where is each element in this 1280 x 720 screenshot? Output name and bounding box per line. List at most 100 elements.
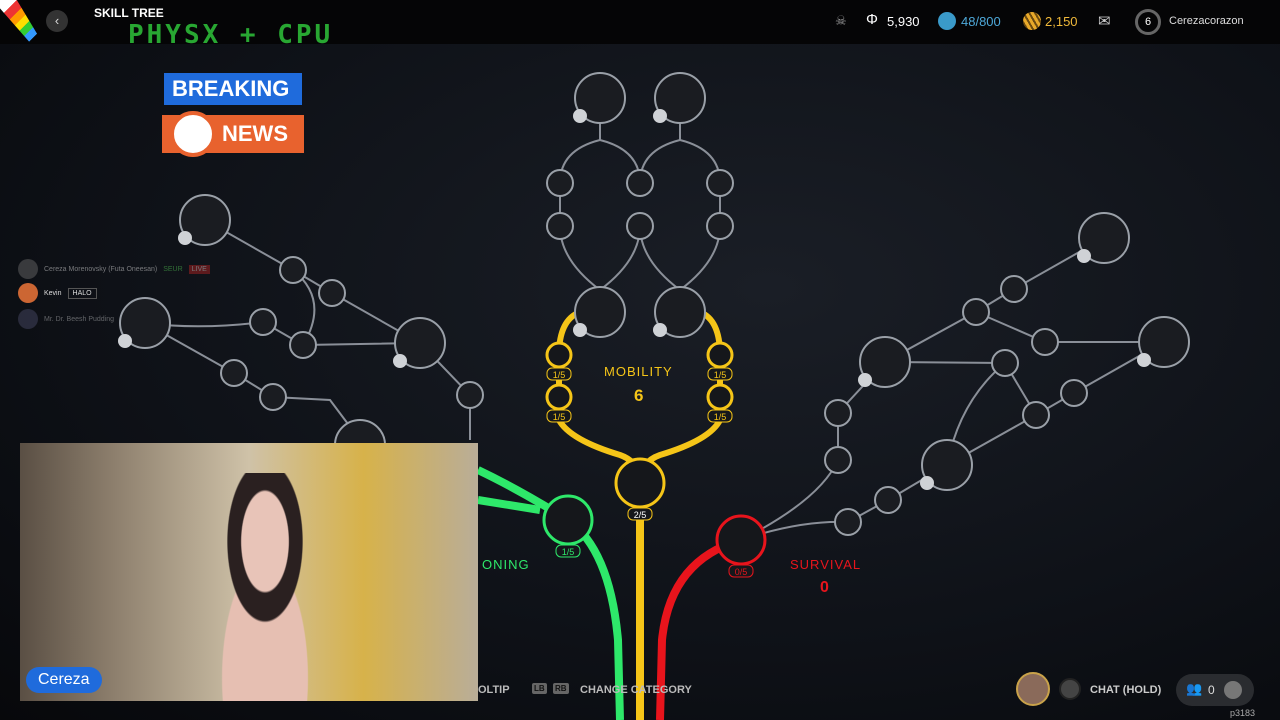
credits-icon: Φ: [866, 11, 878, 28]
party-widget[interactable]: 👥 0: [1176, 674, 1254, 706]
news-label: NEWS: [222, 121, 288, 146]
globe-icon: [170, 111, 216, 157]
skill-node[interactable]: [626, 212, 654, 240]
skill-node[interactable]: [824, 399, 852, 427]
skill-node-locked[interactable]: [573, 72, 626, 124]
battlepass-icon: [938, 12, 956, 30]
skill-node-locked[interactable]: [118, 297, 171, 349]
mobility-label[interactable]: MOBILITY: [604, 364, 673, 379]
skill-node-locked[interactable]: [920, 439, 973, 491]
skill-node[interactable]: [824, 446, 852, 474]
rank-icon: ☠: [835, 13, 847, 28]
mail-icon[interactable]: ✉: [1098, 13, 1111, 30]
chat-badge: SEUR: [163, 265, 183, 273]
skill-node[interactable]: [626, 169, 654, 197]
lb-button-icon: LB: [532, 683, 547, 694]
tree-connector: [740, 237, 1165, 541]
chat-hold-hint[interactable]: CHAT (HOLD): [1090, 684, 1162, 696]
skill-node-mob_l2[interactable]: 1/5: [545, 383, 573, 423]
page-title: SKILL TREE: [94, 6, 164, 20]
lock-icon: [653, 323, 667, 337]
skill-node[interactable]: [289, 331, 317, 359]
skill-node-mob_r2[interactable]: 1/5: [706, 383, 734, 423]
skill-node[interactable]: [220, 359, 248, 387]
skill-node[interactable]: [249, 308, 277, 336]
breaking-label: BREAKING: [164, 73, 302, 105]
skill-node[interactable]: [874, 486, 902, 514]
lock-icon: [653, 109, 667, 123]
skill-node[interactable]: [546, 212, 574, 240]
skill-node[interactable]: [706, 212, 734, 240]
lock-icon: [1137, 353, 1151, 367]
player-avatar[interactable]: [1016, 672, 1050, 706]
party-menu-icon[interactable]: [1224, 681, 1242, 699]
skill-node-locked[interactable]: [178, 194, 231, 246]
conditioning-label[interactable]: ONING: [482, 557, 530, 572]
skill-node[interactable]: [991, 349, 1019, 377]
skill-node-mob_l1[interactable]: 1/5: [545, 341, 573, 381]
lock-icon: [573, 323, 587, 337]
webcam-name-tag: Cereza: [26, 667, 102, 693]
skill-node[interactable]: [962, 298, 990, 326]
skill-node-locked[interactable]: [653, 72, 706, 124]
skill-node[interactable]: [1000, 275, 1028, 303]
chat-menu-icon[interactable]: [1059, 678, 1081, 700]
skill-node[interactable]: [706, 169, 734, 197]
breaking-news-graphic: BREAKING NEWS: [162, 73, 304, 157]
credits-value: 5,930: [887, 14, 920, 29]
survival-points: 0: [820, 579, 830, 596]
avatar: [18, 259, 38, 279]
lock-icon: [573, 109, 587, 123]
change-category-hint[interactable]: CHANGE CATEGORY: [580, 684, 692, 696]
skill-node-locked[interactable]: [1077, 212, 1130, 264]
overlay-title: PHYSX + CPU: [128, 20, 334, 50]
skill-node-locked[interactable]: [573, 286, 626, 338]
node-progress: 1/5: [562, 547, 575, 557]
survival-label[interactable]: SURVIVAL: [790, 557, 862, 572]
node-progress: 0/5: [735, 567, 748, 577]
level-badge: 6: [1135, 9, 1161, 35]
skill-node[interactable]: [1031, 328, 1059, 356]
chat-name: Kevin: [44, 289, 62, 297]
skill-node-locked[interactable]: [1137, 316, 1190, 368]
skill-node[interactable]: [259, 383, 287, 411]
party-icon: 👥: [1186, 681, 1203, 696]
top-bar: ‹ SKILL TREE PHYSX + CPU ☠ Φ 5,930 48/80…: [0, 0, 1280, 49]
chat-name: Cereza Morenovsky (Futa Oneesan): [44, 265, 158, 273]
skill-node-mob_r1[interactable]: 1/5: [706, 341, 734, 381]
lock-icon: [118, 334, 132, 348]
party-count: 0: [1208, 683, 1215, 697]
skill-node[interactable]: [1060, 379, 1088, 407]
skill-node-red[interactable]: 0/5: [715, 514, 767, 578]
skill-node-locked[interactable]: [393, 317, 446, 369]
node-progress: 1/5: [553, 370, 566, 380]
coins-value: 2,150: [1045, 14, 1078, 29]
lock-icon: [1077, 249, 1091, 263]
avatar: [18, 309, 38, 329]
node-progress: 2/5: [634, 510, 647, 520]
skill-node[interactable]: [546, 169, 574, 197]
skill-node[interactable]: [279, 256, 307, 284]
tree-connector: [559, 98, 601, 291]
skill-node[interactable]: [1022, 401, 1050, 429]
back-button[interactable]: ‹: [46, 10, 68, 32]
chat-name: Mr. Dr. Beesh Pudding: [44, 315, 115, 323]
streamer-figure: [190, 473, 340, 701]
tree-connector: [477, 496, 541, 514]
node-progress: 1/5: [553, 412, 566, 422]
avatar: [18, 283, 38, 303]
username[interactable]: Cerezacorazon: [1169, 15, 1244, 27]
skill-node-locked[interactable]: [858, 336, 911, 388]
skill-node[interactable]: [834, 508, 862, 536]
skill-node-center[interactable]: 2/5: [614, 457, 666, 521]
node-progress: 1/5: [714, 370, 727, 380]
skill-node-green[interactable]: 1/5: [542, 494, 594, 558]
skill-node-locked[interactable]: [653, 286, 706, 338]
webcam-overlay: Cereza: [20, 443, 478, 701]
tooltip-hint: OLTIP: [478, 684, 510, 696]
skill-node[interactable]: [318, 279, 346, 307]
skill-node[interactable]: [456, 381, 484, 409]
build-number: p3183: [1230, 708, 1256, 718]
